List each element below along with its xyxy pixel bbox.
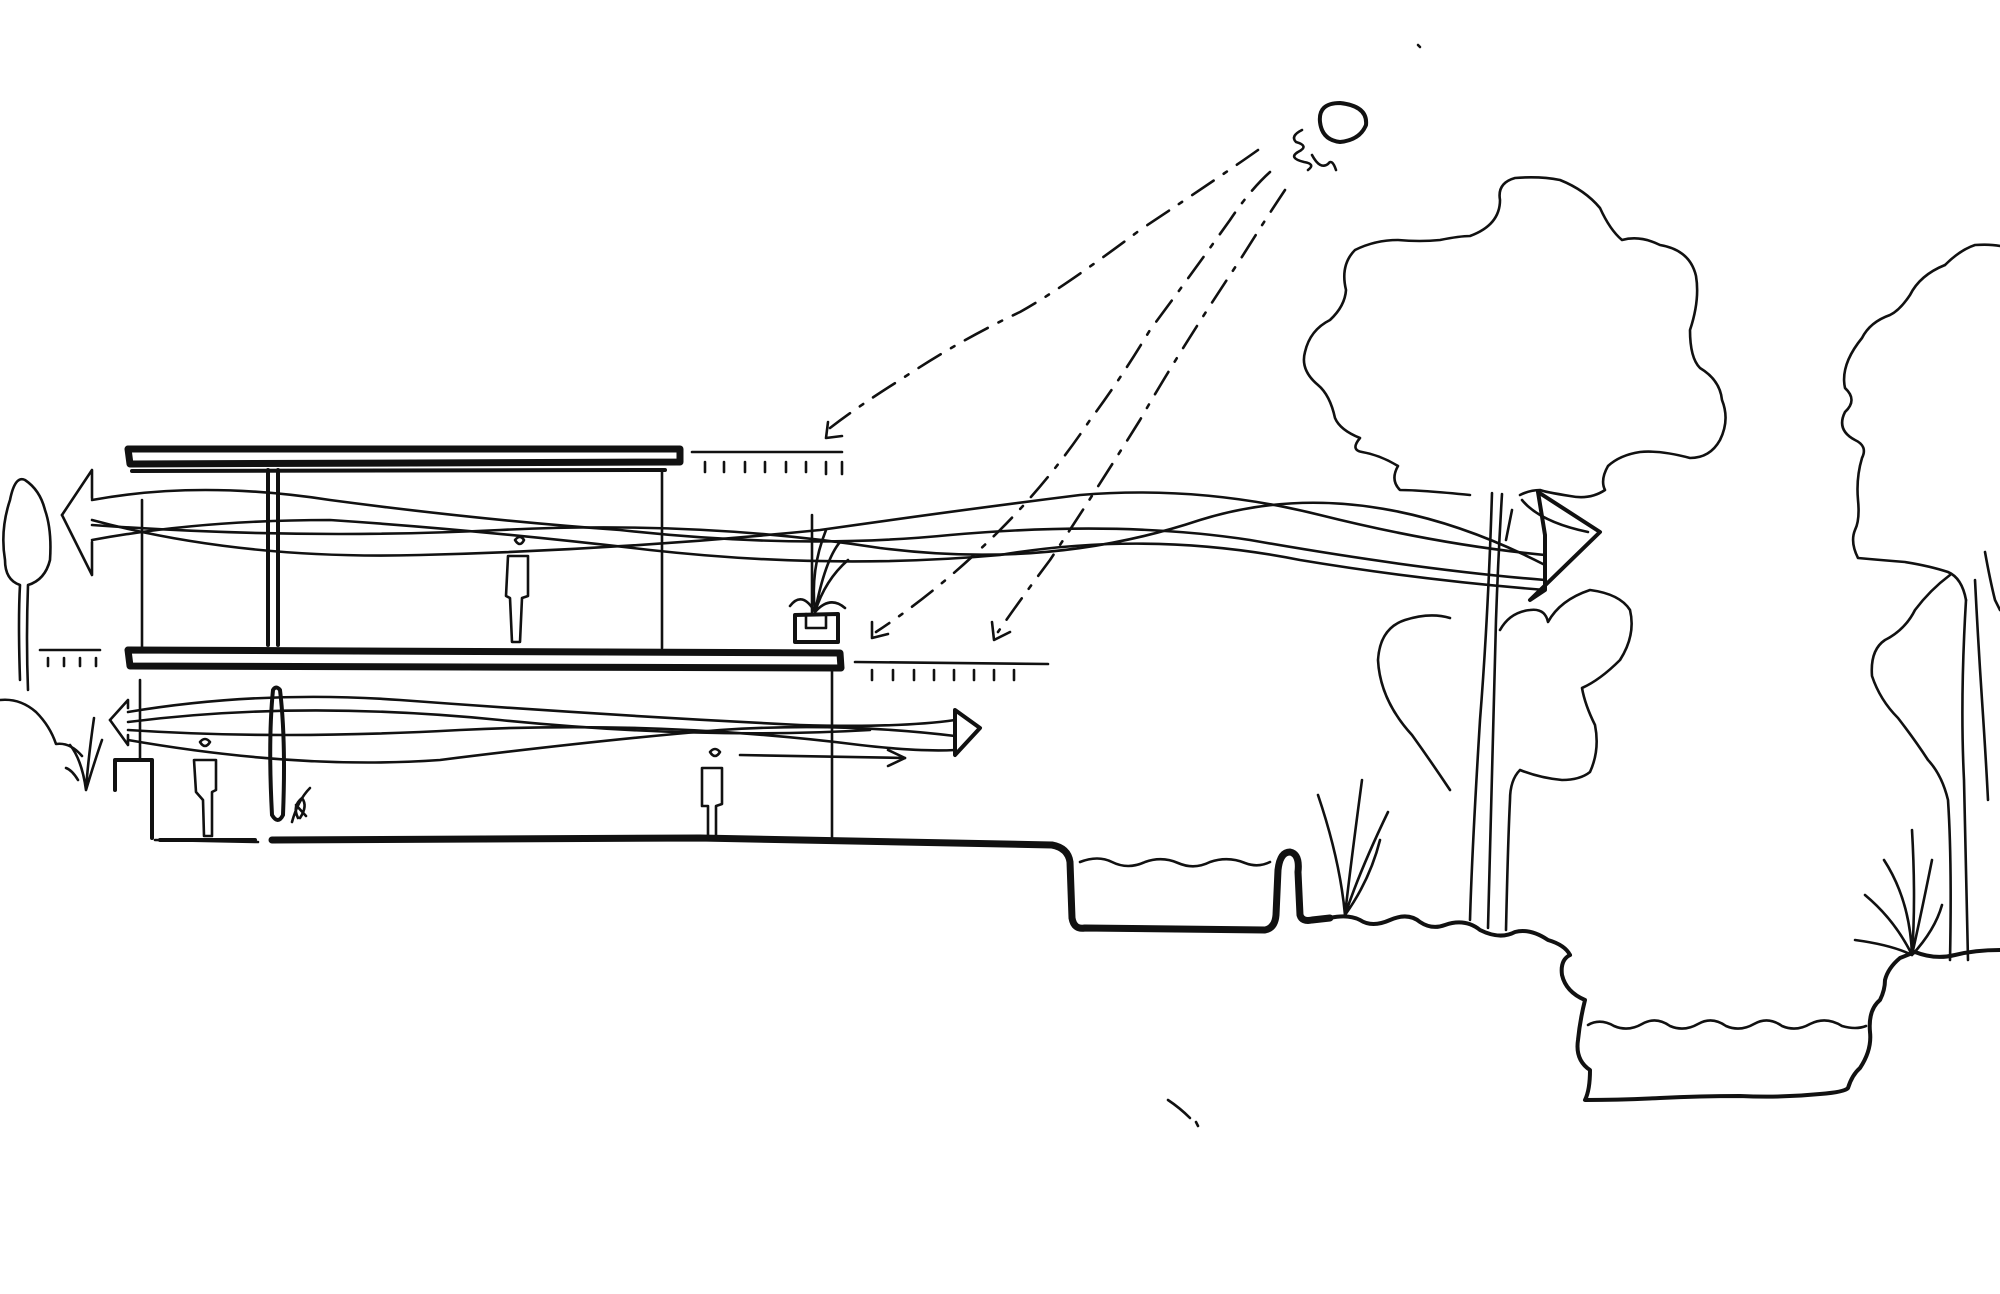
planter-lower [290, 786, 312, 824]
tree-large [1302, 176, 1727, 930]
figure-lower-left [192, 737, 218, 838]
figure-lower-right [700, 747, 724, 840]
ground-line [1328, 914, 1572, 957]
pond-water [1078, 857, 1272, 868]
upper-airflow-arrow [60, 468, 1602, 602]
grass-left [64, 716, 104, 792]
planter-upper [788, 528, 850, 644]
sun-rays [824, 148, 1287, 642]
grass-right [1853, 828, 1944, 957]
upper-columns [140, 468, 814, 652]
first-floor-slab [124, 646, 845, 672]
bench [153, 838, 260, 844]
plants [64, 528, 1944, 957]
ink-specks [1166, 43, 1422, 1128]
tree-right [1840, 243, 2000, 962]
grass-pond [1316, 778, 1390, 917]
right-louvres [853, 660, 1050, 682]
lower-airflow-arrow [108, 695, 982, 768]
sun-icon [1292, 101, 1369, 172]
roof-slab [124, 445, 684, 473]
tree-left [0, 477, 84, 758]
ground-floor [158, 834, 1334, 934]
pond [1559, 948, 2000, 1102]
figures [192, 535, 724, 840]
entrance-frame [113, 758, 154, 840]
building-section [38, 445, 1334, 934]
roof-louvres [690, 450, 844, 476]
left-louvres [38, 648, 102, 668]
tree-small [1376, 588, 1633, 932]
figure-upper [504, 535, 530, 644]
